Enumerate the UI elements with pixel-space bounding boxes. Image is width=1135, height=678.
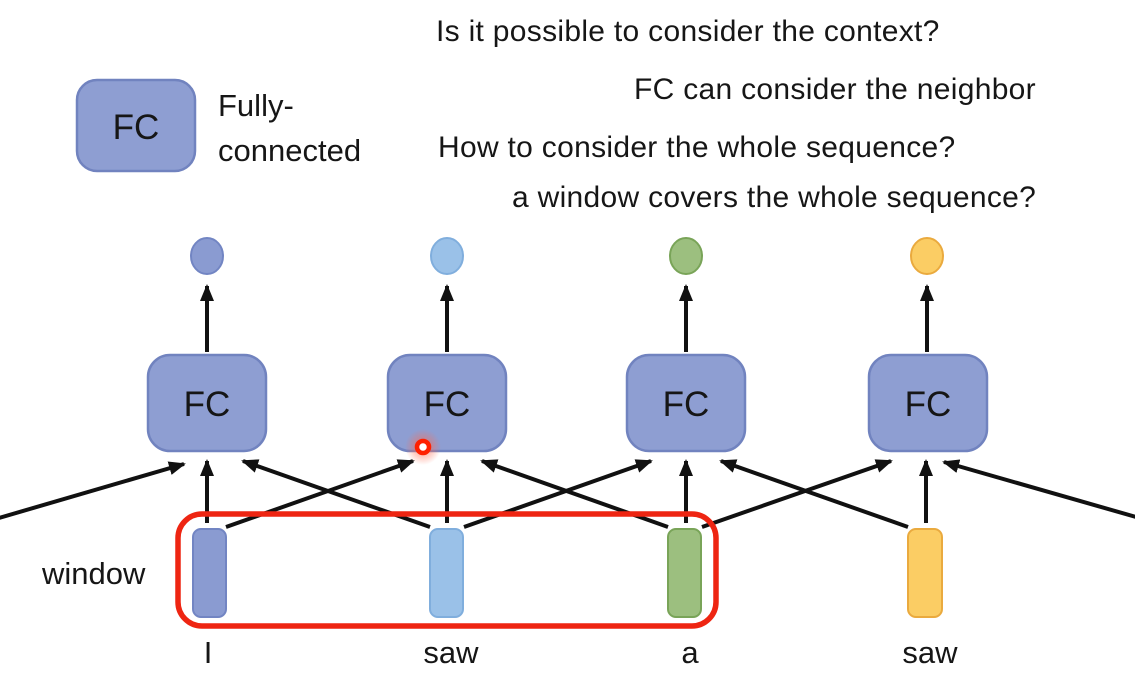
laser-pointer-dot-icon: [414, 438, 432, 456]
question-line-1: Is it possible to consider the context?: [436, 15, 940, 48]
arrow-offscreen-left-to-fc1-icon: [0, 461, 186, 520]
fc-box-1-label: FC: [184, 385, 231, 424]
arrow-offscreen-right-to-fc4-icon: [942, 459, 1135, 519]
output-node-3: [669, 237, 703, 275]
legend-name-line1: Fully-: [218, 88, 294, 123]
arrow-input2-to-fc1-icon: [241, 459, 431, 529]
arrow-input3-to-fc2-icon: [480, 459, 669, 529]
window-highlight-box: [175, 511, 719, 629]
question-line-4: a window covers the whole sequence?: [512, 181, 1036, 214]
token-label-1: I: [204, 635, 213, 670]
input-vector-4: [907, 528, 943, 618]
fc-box-3-label: FC: [663, 385, 710, 424]
fc-box-2: [386, 353, 508, 453]
fc-box-4-label: FC: [905, 385, 952, 424]
input-vector-2: [429, 528, 464, 618]
fc-box-4: [867, 353, 989, 453]
legend-fc-box: [75, 78, 197, 173]
token-label-3: a: [681, 635, 699, 670]
arrow-input2-to-fc3-icon: [463, 459, 653, 529]
arrow-input1-to-fc2-icon: [225, 459, 415, 529]
output-node-4: [910, 237, 944, 275]
fc-box-1: [146, 353, 268, 453]
token-label-2: saw: [423, 635, 479, 670]
fc-box-2-label: FC: [424, 385, 471, 424]
question-line-2: FC can consider the neighbor: [634, 73, 1036, 106]
legend-fc-label: FC: [113, 108, 160, 147]
arrow-input4-to-fc3-icon: [719, 459, 909, 529]
question-line-3: How to consider the whole sequence?: [438, 131, 955, 164]
input-vector-3: [667, 528, 702, 618]
window-label: window: [41, 556, 146, 591]
output-node-1: [190, 237, 224, 275]
legend-name-line2: connected: [218, 133, 361, 168]
fc-box-3: [625, 353, 747, 453]
token-label-4: saw: [902, 635, 958, 670]
output-node-2: [430, 237, 464, 275]
input-vector-1: [192, 528, 227, 618]
arrow-input3-to-fc4-icon: [701, 459, 893, 529]
